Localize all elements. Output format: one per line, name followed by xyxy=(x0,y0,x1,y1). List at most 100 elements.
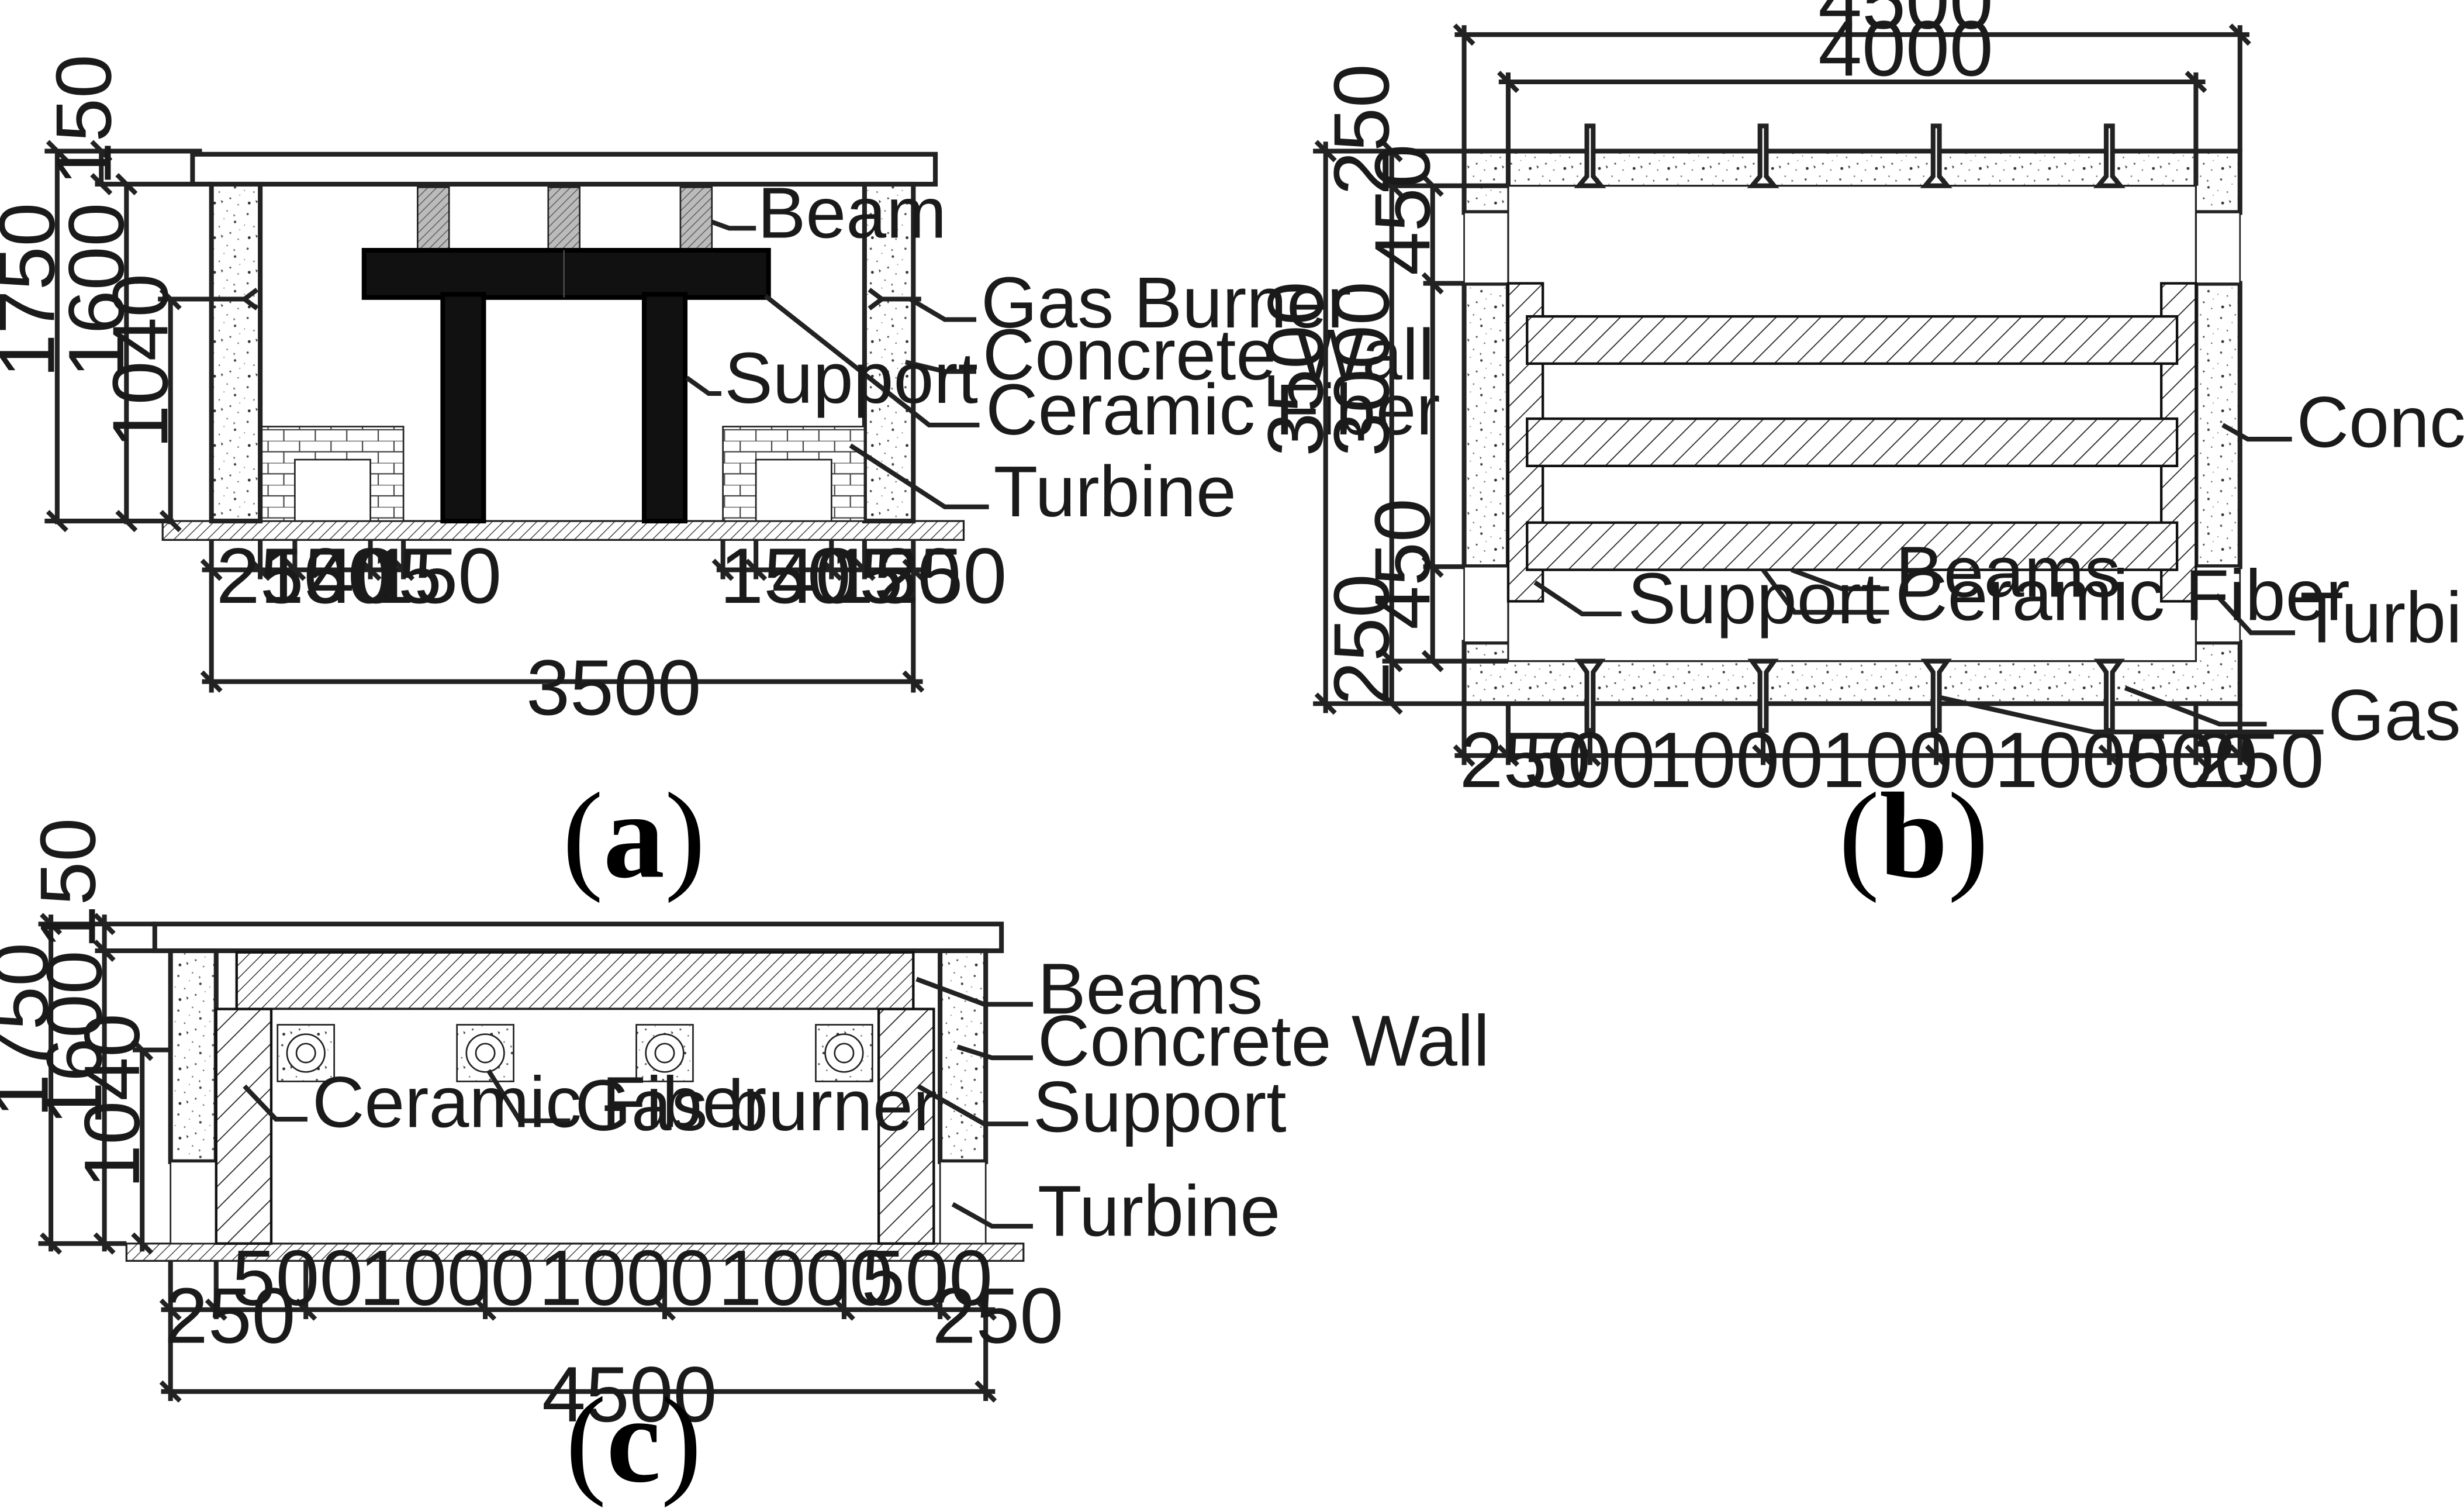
support-left xyxy=(440,292,486,524)
concrete-wall-left-c xyxy=(168,948,219,1164)
caption-a: (a) xyxy=(562,768,706,903)
turbine-gap-left-top xyxy=(1463,212,1509,284)
dim-a-1040: 1040 xyxy=(96,274,184,448)
label-a-concrete-wall: Concrete Wall xyxy=(983,315,1435,395)
gas-burners-bottom xyxy=(1574,658,2126,733)
gas-burner-c-2 xyxy=(456,1024,514,1082)
panel-c-leaders xyxy=(243,976,1033,1229)
label-c-concrete-wall: Concrete Wall xyxy=(1038,1001,1490,1082)
dim-c-b1: 500 xyxy=(232,1234,364,1322)
label-c-gas-burner: Gas burner xyxy=(575,1065,937,1146)
dim-a-b6: 405 xyxy=(772,532,903,620)
gas-burner-c-3 xyxy=(635,1024,694,1082)
support-right-c xyxy=(877,1007,935,1245)
beam-2 xyxy=(547,187,580,251)
dim-c-1750: 1750 xyxy=(0,943,65,1117)
turbine-right-opening xyxy=(755,458,832,522)
concrete-wall-right-c xyxy=(938,948,989,1164)
panel-c-bottom-dims xyxy=(159,1261,997,1403)
dim-b-450-bot: 450 xyxy=(1358,498,1446,630)
dim-c-250-right: 250 xyxy=(932,1271,1064,1359)
dim-c-150: 150 xyxy=(23,818,112,950)
panel-a-vertical-dims xyxy=(44,140,212,533)
dim-a-b5: 150 xyxy=(720,532,851,620)
gas-burner-right xyxy=(868,288,921,310)
dim-c-250-left: 250 xyxy=(164,1271,296,1359)
label-b-ceramic-fiber: Ceramic Fiber xyxy=(1895,555,2350,636)
beam-b-3 xyxy=(1526,521,2179,571)
label-c-ceramic-fiber: Ceramic Fiber xyxy=(312,1062,766,1143)
support-left-c xyxy=(215,1007,273,1245)
dim-a-b3: 405 xyxy=(310,532,442,620)
dim-b-3000: 3000 xyxy=(1317,281,1405,456)
dim-b-b4: 1000 xyxy=(1822,716,1996,804)
beam-1 xyxy=(417,187,450,251)
concrete-wall-right-b xyxy=(2193,281,2242,570)
dim-b-450-top: 450 xyxy=(1358,144,1446,276)
dim-c-b3: 1000 xyxy=(539,1234,714,1322)
label-a-support: Support xyxy=(724,338,978,419)
turbine-left-opening xyxy=(294,458,371,522)
beam-b-1 xyxy=(1526,315,2179,365)
dim-c-overall: 4500 xyxy=(542,1350,717,1438)
dim-a-1600: 1600 xyxy=(52,203,140,378)
dim-a-b2: 150 xyxy=(260,532,392,620)
dim-a-b8: 250 xyxy=(876,532,1007,620)
panel-c-vertical-dims xyxy=(38,913,171,1255)
label-c-support: Support xyxy=(1033,1067,1287,1148)
concrete-wall-left xyxy=(209,181,263,524)
dim-a-b1: 250 xyxy=(216,532,348,620)
gas-burners-c xyxy=(277,1024,873,1082)
turbine-gap-right-top xyxy=(2195,212,2241,284)
interior-c xyxy=(270,1007,880,1245)
label-b-beams: Beams xyxy=(1895,532,2120,612)
turbine-gap-left-c xyxy=(170,1161,217,1245)
dim-a-overall: 3500 xyxy=(526,643,701,731)
dim-c-b2: 1000 xyxy=(360,1234,534,1322)
dim-c-1040: 1040 xyxy=(68,1013,156,1188)
turbine-gap-right-c xyxy=(939,1161,987,1245)
gas-burner-c-4 xyxy=(815,1024,873,1082)
ground-slab xyxy=(161,520,965,541)
concrete-wall-right xyxy=(862,181,916,524)
gas-burner-left xyxy=(202,288,259,310)
ceramic-fiber-block xyxy=(361,248,771,300)
dim-c-b5: 500 xyxy=(862,1234,993,1322)
panel-b: 4500 4000 250 450 3500 3000 450 250 xyxy=(1251,0,2464,903)
concrete-wall-left-b xyxy=(1461,281,1511,570)
caption-b: (b) xyxy=(1839,768,1989,903)
dim-c-b4: 1000 xyxy=(718,1234,893,1322)
caption-c: (c) xyxy=(565,1372,701,1508)
support-right xyxy=(641,292,688,524)
turbine-gap-left-bottom xyxy=(1463,565,1509,643)
dim-b-250-bot: 250 xyxy=(1317,574,1405,705)
panel-a-leaders xyxy=(685,219,989,509)
label-a-gas-burner: Gas Burner xyxy=(981,263,1351,343)
dim-b-4500: 4500 xyxy=(1818,0,1993,45)
label-a-turbine: Turbine xyxy=(994,451,1236,532)
dim-c-1600: 1600 xyxy=(30,950,118,1125)
dim-b-b1: 250 xyxy=(1460,716,1591,804)
dim-b-3500: 3500 xyxy=(1251,281,1339,456)
dim-a-1750: 1750 xyxy=(0,203,71,378)
turbine-gap-right-bottom xyxy=(2195,565,2241,643)
roof-slab-c xyxy=(152,922,1004,954)
label-b-support: Support xyxy=(1628,558,1882,639)
beam-3 xyxy=(679,187,713,251)
label-b-turbine: Turbine xyxy=(2300,577,2464,658)
label-b-concrete-wall: Concrete Wall xyxy=(2297,382,2464,463)
label-c-turbine: Turbine xyxy=(1038,1171,1280,1251)
gas-burner-c-1 xyxy=(277,1024,336,1082)
beam-b-2 xyxy=(1526,417,2179,468)
roof-slab xyxy=(190,151,938,187)
label-a-ceramic-fiber: Ceramic Fiber xyxy=(986,370,1440,450)
dim-b-b2: 500 xyxy=(1524,716,1656,804)
panel-c: 150 1750 1600 1040 500 1000 1000 1000 50… xyxy=(0,818,1490,1508)
panel-b-vertical-dims xyxy=(1313,140,1508,715)
label-a-beam: Beam xyxy=(758,173,946,254)
dim-b-250-top: 250 xyxy=(1317,64,1405,195)
gas-burners-top xyxy=(1574,123,2126,188)
panel-a-bottom-dims xyxy=(200,540,925,693)
label-c-beams: Beams xyxy=(1038,949,1263,1030)
